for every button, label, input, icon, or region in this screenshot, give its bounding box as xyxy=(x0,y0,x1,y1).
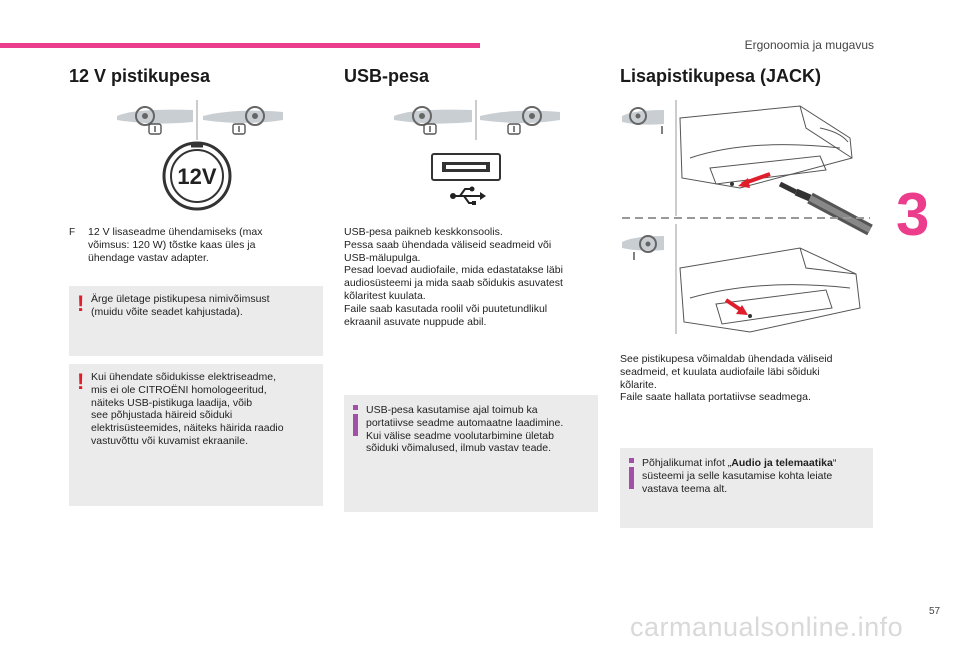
warning-text: Ärge ületage pistikupesa nimivõimsust (m… xyxy=(91,293,270,318)
watermark: carmanualsonline.info xyxy=(630,612,904,642)
info-text-suffix: “ süsteemi ja selle kasutamise kohta lei… xyxy=(642,457,837,495)
warning-text: Kui ühendate sõidukisse elektriseadme, m… xyxy=(91,371,284,447)
warning-icon: ! xyxy=(77,369,85,394)
jack-description: See pistikupesa võimaldab ühendada välis… xyxy=(620,353,833,404)
steering-wheel-icon xyxy=(117,106,193,135)
steering-wheel-icon xyxy=(622,107,664,134)
bullet-marker: F xyxy=(69,227,76,238)
warning-box-overload: ! Ärge ületage pistikupesa nimivõimsust … xyxy=(69,286,323,356)
socket-label: 12V xyxy=(177,164,217,189)
usb-description: USB-pesa paikneb keskkonsoolis. Pessa sa… xyxy=(344,226,563,328)
section-title-usb: USB-pesa xyxy=(344,66,430,86)
header-accent-bar xyxy=(0,43,480,48)
info-box-usb-charging: USB-pesa kasutamise ajal toimub ka porta… xyxy=(344,395,598,512)
car-position-illustration-usb xyxy=(392,98,562,140)
chapter-number: 3 xyxy=(896,181,930,248)
steering-wheel-icon xyxy=(622,235,664,260)
info-text: USB-pesa kasutamise ajal toimub ka porta… xyxy=(366,404,564,455)
jack-plug-icon xyxy=(778,181,873,236)
info-icon xyxy=(629,458,634,489)
steering-wheel-icon xyxy=(480,106,560,135)
jack-location-illustration xyxy=(620,98,878,338)
car-position-illustration-12v xyxy=(115,98,285,140)
warning-icon: ! xyxy=(77,291,85,316)
section-title-jack: Lisapistikupesa (JACK) xyxy=(620,66,822,86)
header-title: Ergonoomia ja mugavus xyxy=(744,38,874,52)
bullet-text: 12 V lisaseadme ühendamiseks (max võimsu… xyxy=(88,226,263,264)
info-text-prefix: Põhjalikumat infot „ xyxy=(642,457,732,469)
info-box-audio-telematics: Põhjalikumat infot „Audio ja telemaatika… xyxy=(620,448,873,528)
info-text-bold: Audio ja telemaatika xyxy=(731,457,833,469)
usb-symbol-icon xyxy=(450,186,486,205)
warning-box-homologation: ! Kui ühendate sõidukisse elektriseadme,… xyxy=(69,364,323,506)
steering-wheel-icon xyxy=(394,106,472,135)
page-number: 57 xyxy=(929,606,941,617)
section-title-12v: 12 V pistikupesa xyxy=(69,66,211,86)
usb-port-icon xyxy=(430,152,502,212)
12v-socket-icon: 12V xyxy=(161,140,233,212)
info-icon xyxy=(353,405,358,436)
steering-wheel-icon xyxy=(203,106,283,135)
info-text: Põhjalikumat infot „Audio ja telemaatika… xyxy=(642,457,870,495)
